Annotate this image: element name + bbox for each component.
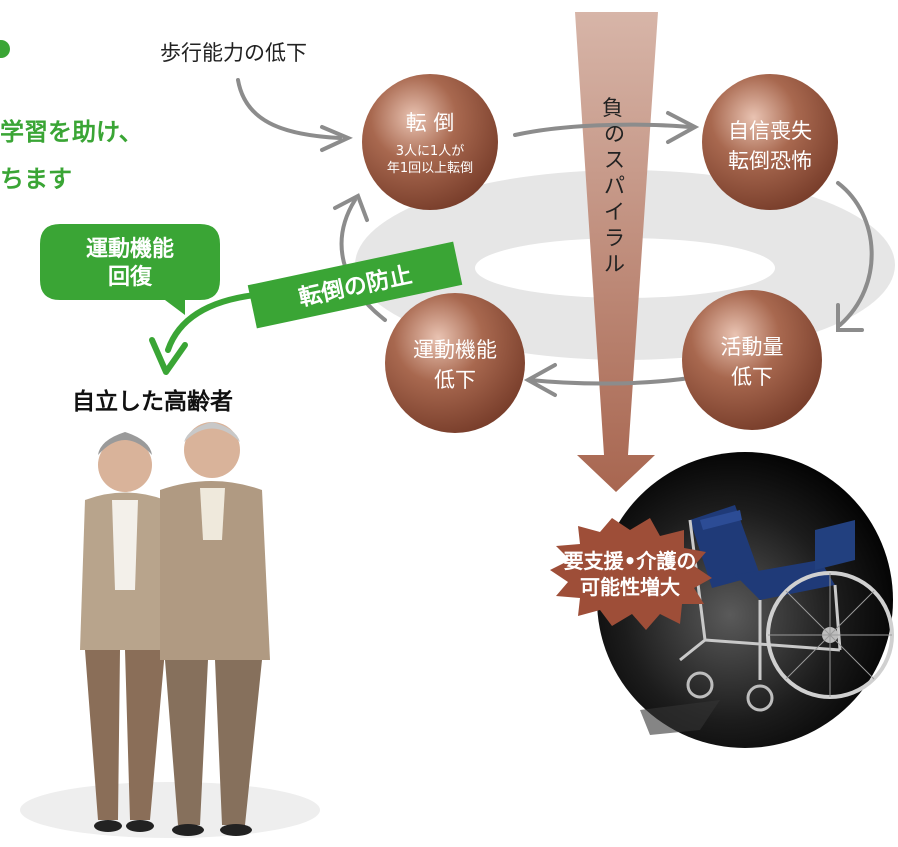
spiral-label: 負 の ス パ イ ラ ル bbox=[602, 96, 625, 276]
top-label: 歩行能力の低下 bbox=[160, 41, 307, 65]
node-confidence: 自信喪失 転倒恐怖 bbox=[702, 74, 838, 210]
burst-badge: 要支援•介護の 可能性増大 bbox=[550, 518, 712, 630]
spiral-arrow bbox=[575, 12, 658, 492]
node-motor-line1: 運動機能 bbox=[413, 338, 497, 362]
arrow-right-loop bbox=[836, 181, 874, 327]
burst-line2: 可能性増大 bbox=[580, 575, 680, 599]
recovery-callout: 運動機能 回復 bbox=[40, 224, 220, 315]
arrow-left-loop bbox=[339, 198, 387, 322]
header-line-1: 学習を助け、 bbox=[0, 118, 143, 146]
node-confidence-line2: 転倒恐怖 bbox=[728, 149, 812, 173]
independent-elderly-label: 自立した高齢者 bbox=[72, 389, 233, 415]
wheelchair-photo bbox=[597, 452, 894, 748]
node-activity-line1: 活動量 bbox=[721, 335, 784, 359]
callout-line2: 回復 bbox=[108, 264, 153, 290]
green-leaf-mark bbox=[0, 40, 10, 58]
node-motor-line2: 低下 bbox=[434, 368, 476, 392]
node-confidence-line1: 自信喪失 bbox=[728, 119, 812, 143]
arrow-fall-to-confidence bbox=[513, 122, 692, 137]
spiral-char-2: の bbox=[604, 122, 625, 146]
node-activity: 活動量 低下 bbox=[682, 290, 822, 430]
arrow-activity-to-motor bbox=[528, 376, 692, 386]
spiral-char-1: 負 bbox=[602, 96, 623, 120]
recovery-arrow bbox=[149, 292, 258, 375]
elderly-couple-photo bbox=[20, 422, 320, 838]
node-motor: 運動機能 低下 bbox=[385, 293, 525, 433]
node-fall-title: 転 倒 bbox=[406, 111, 455, 135]
header-line-2: ちます bbox=[0, 165, 72, 193]
spiral-char-5: イ bbox=[604, 200, 625, 224]
spiral-char-6: ラ bbox=[604, 226, 625, 250]
arrow-top-left bbox=[236, 78, 342, 140]
callout-line1: 運動機能 bbox=[86, 236, 174, 262]
burst-line1: 要支援•介護の bbox=[564, 549, 697, 573]
node-fall-sub1: 3人に1人が bbox=[396, 144, 465, 159]
spiral-char-4: パ bbox=[604, 174, 625, 198]
node-activity-line2: 低下 bbox=[731, 365, 773, 389]
node-fall: 転 倒 3人に1人が 年1回以上転倒 bbox=[362, 74, 498, 210]
spiral-char-7: ル bbox=[604, 252, 625, 276]
spiral-char-3: ス bbox=[604, 148, 625, 172]
node-fall-sub2: 年1回以上転倒 bbox=[387, 161, 473, 176]
cycle-arrows bbox=[236, 78, 874, 397]
